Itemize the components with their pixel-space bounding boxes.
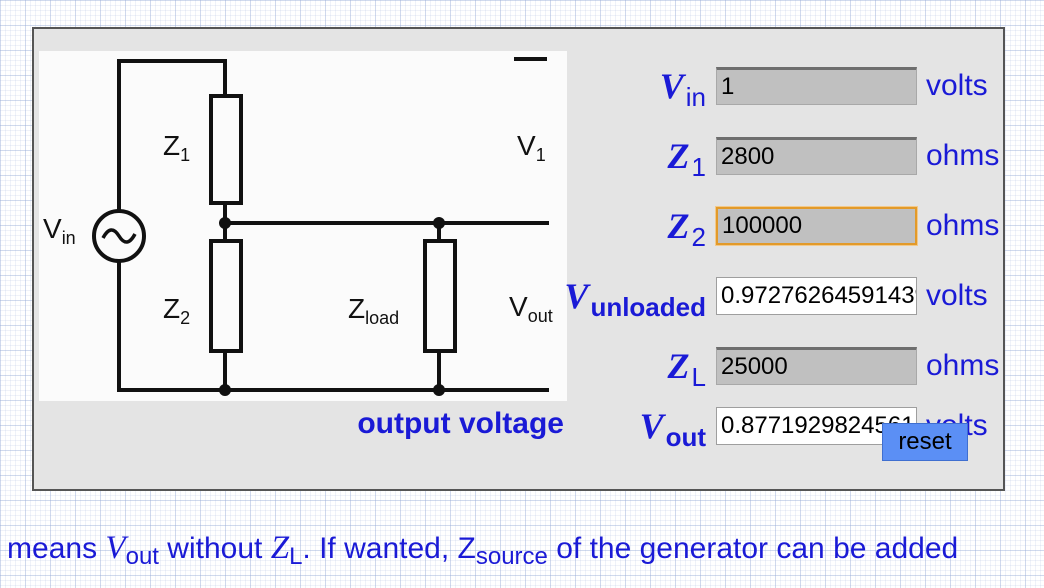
vunloaded-output[interactable]: 0.97276264591439 [716,277,917,315]
z1-field-label: Z1 [667,136,706,182]
z1-unit: ohms [926,139,1000,172]
ac-source-icon [101,228,137,244]
output-voltage-caption: output voltage [357,407,564,440]
row-zl: ZL 25000 ohms [554,345,1004,392]
zload-label: Zload [348,293,399,328]
vin-label: Vin [43,213,76,248]
row-vin: Vin 1 volts [554,65,1004,112]
z2-input[interactable]: 100000 [716,207,917,245]
z1-input[interactable]: 2800 [716,137,917,175]
row-vunloaded: Vunloaded 0.97276264591439 volts [554,275,1004,322]
vin-field-label: Vin [659,66,706,112]
vunloaded-unit: volts [926,279,988,312]
calculator-panel: Vin Z1 Z2 Zload V1 Vout output voltage V… [32,27,1005,491]
reset-button[interactable]: reset [882,423,968,461]
vin-input[interactable]: 1 [716,67,917,105]
vout-field-label: Vout [639,406,706,452]
vout-label: Vout [509,291,553,326]
zl-unit: ohms [926,349,1000,382]
zl-input[interactable]: 25000 [716,347,917,385]
z2-label: Z2 [163,293,190,328]
row-z2: Z2 100000 ohms [554,205,1004,252]
row-z1: Z1 2800 ohms [554,135,1004,182]
z2-unit: ohms [926,209,1000,242]
z1-label: Z1 [163,130,190,165]
footer-explanation: ed means Vout without ZL. If wanted, Zso… [0,530,959,570]
zl-field-label: ZL [667,346,706,392]
vunloaded-field-label: Vunloaded [564,276,706,322]
circuit-diagram: Vin Z1 Z2 Zload V1 Vout [39,51,567,401]
v1-label: V1 [517,130,546,165]
vin-unit: volts [926,69,988,102]
z2-field-label: Z2 [667,206,706,252]
